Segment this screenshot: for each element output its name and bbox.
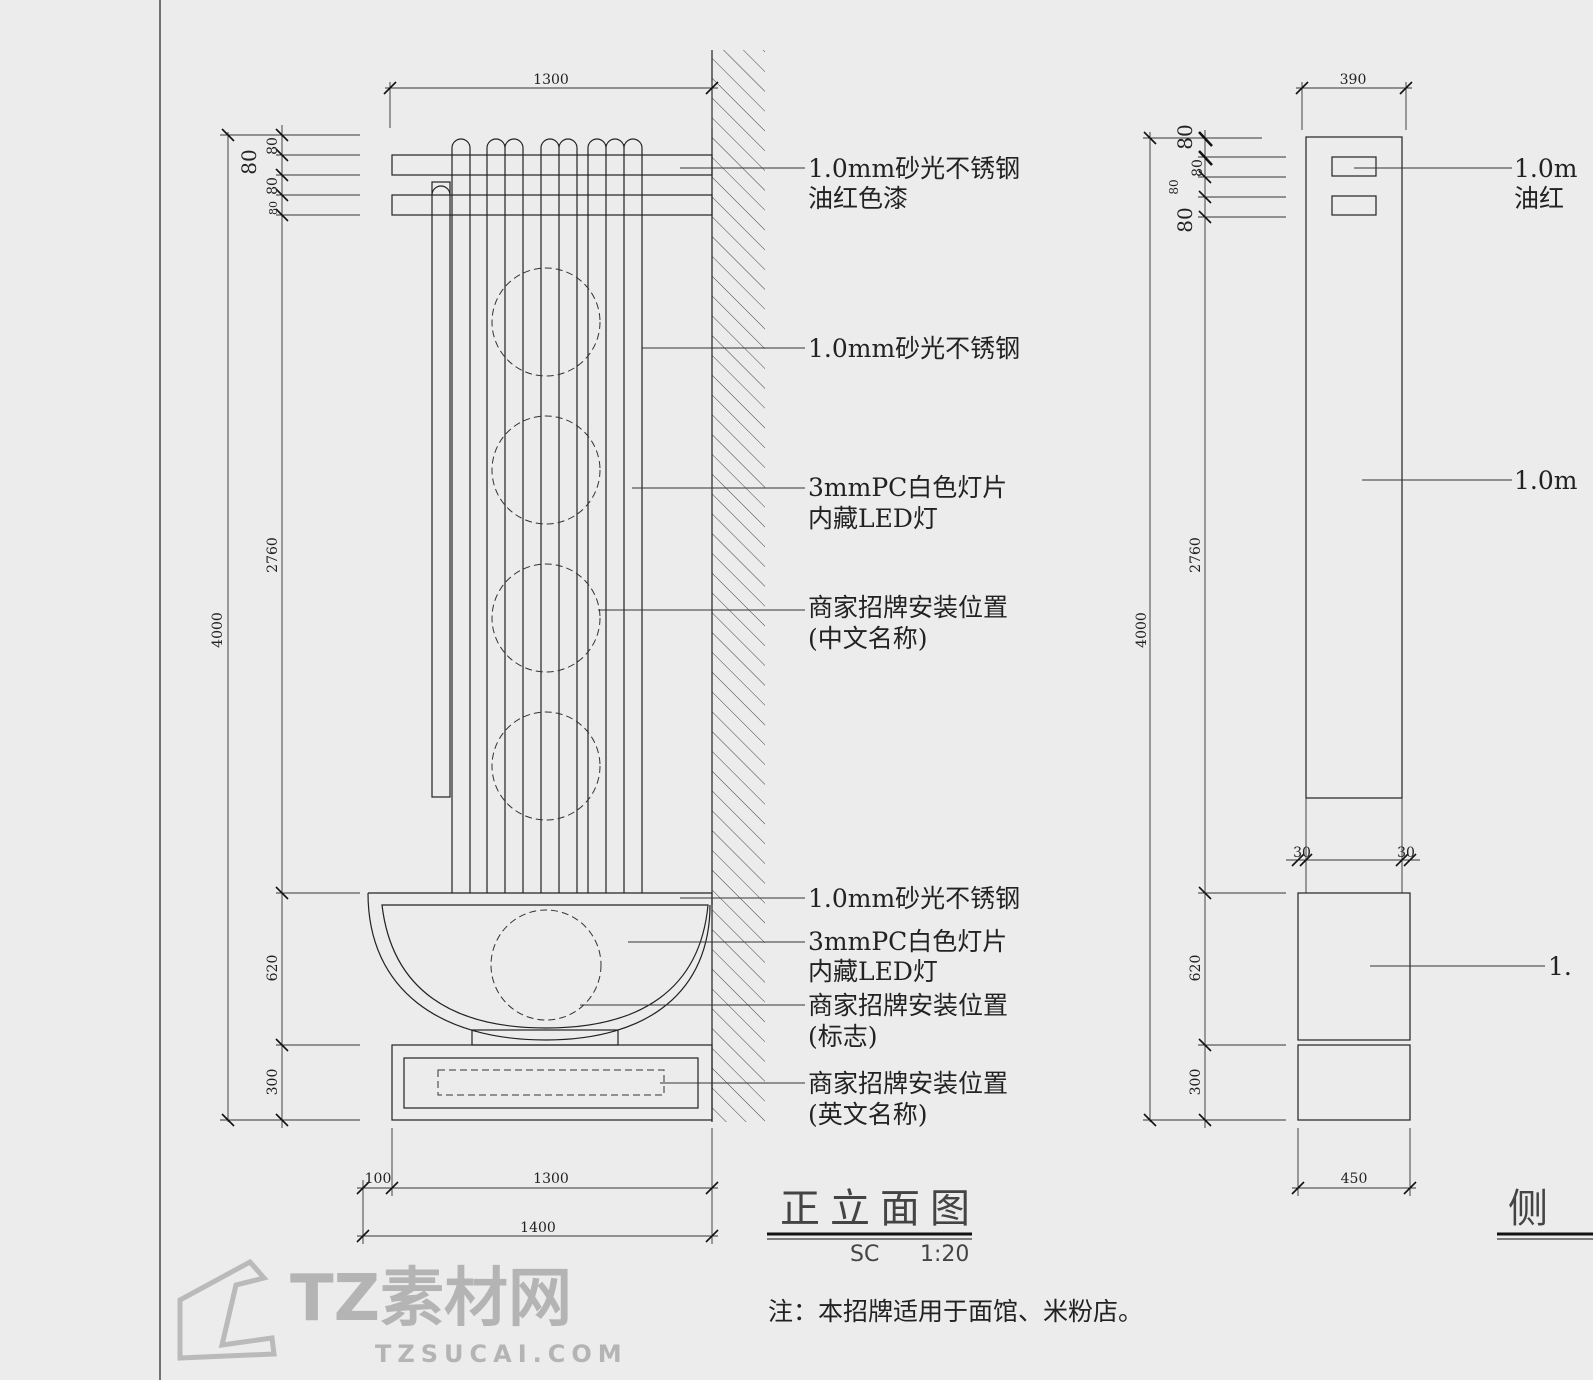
side-bowl <box>1297 892 1411 1041</box>
dim-text: 80 <box>1173 124 1197 149</box>
dim-text: 80 <box>265 177 281 195</box>
view-title: 侧 <box>1508 1186 1558 1232</box>
label: 1.0mm砂光不锈钢 <box>808 154 1020 183</box>
side-elevation: 390 4000 80 80 80 80 2760 620 300 30 <box>1134 72 1593 1240</box>
label: 商家招牌安装位置 <box>808 991 1008 1020</box>
side-column <box>1305 136 1403 799</box>
dim-text: 80 <box>267 201 280 215</box>
dim-text: 80 <box>1190 159 1206 177</box>
scale: 1:20 <box>920 1242 969 1267</box>
sign-circle-4 <box>491 711 601 821</box>
label: 3mmPC白色灯片 <box>808 473 1007 502</box>
dim-text: 300 <box>1188 1069 1204 1096</box>
scale-prefix: SC <box>850 1242 879 1267</box>
dim-bottom: 100 1300 1400 <box>356 1128 719 1244</box>
dim-text: 80 <box>237 149 261 174</box>
watermark-url: TZSUCAI.COM <box>375 1340 628 1368</box>
dim-left: 4000 80 80 80 80 2760 620 300 <box>210 125 360 1128</box>
dim-text: 4000 <box>210 612 226 648</box>
dim-text: 80 <box>265 137 281 155</box>
label: 1.0m <box>1514 466 1578 495</box>
dim-top: 1300 <box>383 72 719 128</box>
dim-text: 80 <box>1167 179 1181 194</box>
dim-text: 1400 <box>520 1220 556 1236</box>
view-title: 正立面图 <box>780 1186 980 1232</box>
drawing-note: 注：本招牌适用于面馆、米粉店。 <box>768 1297 1143 1326</box>
sign-circle-2 <box>491 415 601 525</box>
dim-text: 100 <box>365 1171 392 1187</box>
sign-circle-1 <box>491 267 601 377</box>
dim-text: 1300 <box>533 1171 569 1187</box>
leader-lines <box>580 167 805 1084</box>
stainless-tubes <box>451 138 643 893</box>
label: (标志) <box>808 1022 878 1051</box>
front-elevation: 1300 4000 80 80 80 <box>210 50 1020 1267</box>
side-bar-1 <box>1331 156 1377 177</box>
side-panel-top <box>431 185 451 196</box>
label: 3mmPC白色灯片 <box>808 927 1007 956</box>
label: (中文名称) <box>808 624 928 653</box>
side-bar-2 <box>1331 195 1377 216</box>
dim-text: 620 <box>1188 955 1204 982</box>
watermark-brand: TZ素材网 <box>290 1262 572 1336</box>
dim-text: 4000 <box>1134 612 1150 648</box>
dim-text: 450 <box>1341 1171 1368 1187</box>
dim-text: 2760 <box>265 537 281 573</box>
label: 油红色漆 <box>808 184 908 213</box>
watermark-logo: TZ素材网 TZSUCAI.COM <box>177 1258 628 1368</box>
label: 内藏LED灯 <box>808 957 938 986</box>
dim-text: 80 <box>1173 207 1197 232</box>
dim-text: 620 <box>265 955 281 982</box>
dim-text: 2760 <box>1188 537 1204 573</box>
dim-text: 1300 <box>533 72 569 88</box>
label: 油红 <box>1514 184 1564 213</box>
dim-text: 30 <box>1397 845 1415 861</box>
base <box>391 1044 713 1121</box>
dim-text: 300 <box>265 1069 281 1096</box>
bowl <box>367 892 713 1046</box>
label: 商家招牌安装位置 <box>808 593 1008 622</box>
label: 内藏LED灯 <box>808 504 938 533</box>
label: 1.0mm砂光不锈钢 <box>808 334 1020 363</box>
label: 1. <box>1548 952 1572 981</box>
sign-circle-3 <box>491 563 601 673</box>
logo-circle <box>490 909 602 1021</box>
wall-hatch <box>712 50 765 1122</box>
dim-text: 30 <box>1293 845 1311 861</box>
top-bar-2 <box>391 194 713 216</box>
label: 1.0m <box>1514 154 1578 183</box>
material-labels: 1.0mm砂光不锈钢 油红色漆 1.0mm砂光不锈钢 3mmPC白色灯片 内藏L… <box>808 154 1020 1129</box>
side-base <box>1297 1044 1411 1121</box>
side-panel <box>431 181 451 798</box>
top-bar-1 <box>391 154 713 176</box>
label: (英文名称) <box>808 1100 928 1129</box>
dim-text: 390 <box>1340 72 1367 88</box>
english-name-box <box>437 1069 665 1096</box>
label: 1.0mm砂光不锈钢 <box>808 884 1020 913</box>
label: 商家招牌安装位置 <box>808 1069 1008 1098</box>
